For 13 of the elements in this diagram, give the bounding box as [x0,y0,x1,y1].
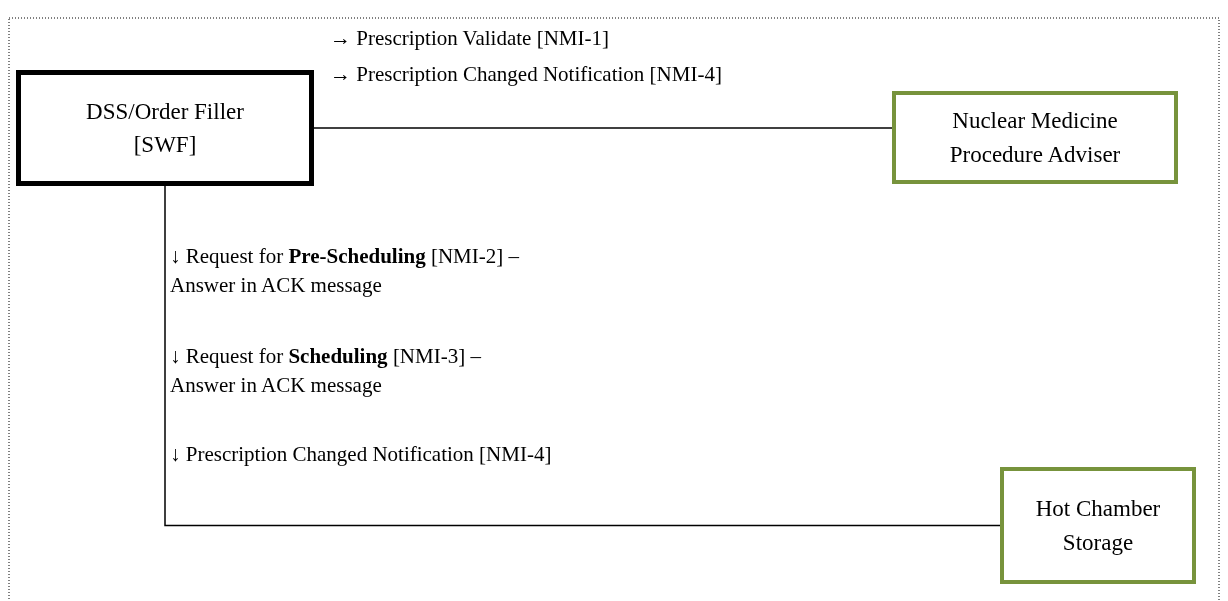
message-label: ↓ Prescription Changed Notification [NMI-4] [170,441,553,468]
message-label: → Prescription Validate [NMI-1] [330,25,610,52]
actor-box [1000,467,1196,584]
connector-line [164,185,1001,527]
message-label: → Prescription Changed Notification [NMI-4] [330,61,723,88]
node-label: DSS/Order Filler [SWF] [85,97,245,159]
message-label: ↓ Request for Scheduling [NMI-3] – Answer in ACK message [170,343,482,400]
connector-line [313,127,893,129]
system-box [16,70,314,186]
actor-box [892,91,1178,184]
node-label: Nuclear Medicine Procedure Adviser [948,107,1122,169]
message-label: ↓ Request for Pre-Scheduling [NMI-2] – Answer in ACK message [170,243,520,300]
node-label: Hot Chamber Storage [1034,495,1162,557]
